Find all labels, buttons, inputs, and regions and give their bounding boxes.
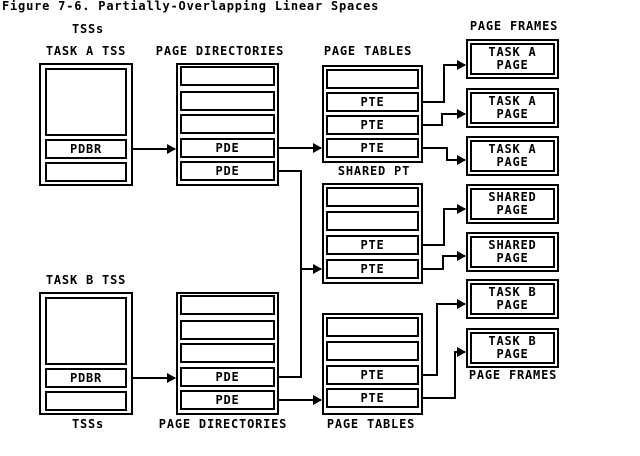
frame-label-line2: PAGE	[496, 347, 529, 361]
tss-b-upper-cell	[45, 297, 127, 365]
label-page-directories-top: PAGE DIRECTORIES	[155, 44, 285, 58]
tss-b-pdbr-cell: PDBR	[45, 368, 127, 388]
page-table-1-box: PTE PTE PTE	[322, 65, 423, 163]
page-frame-inner: TASK A PAGE	[470, 92, 555, 124]
page-frame-inner: TASK A PAGE	[470, 140, 555, 172]
page-frame-task-b-1: TASK B PAGE	[466, 279, 559, 319]
arrow-pte-to-frame-5	[423, 251, 466, 270]
frame-label-line1: TASK A	[488, 94, 537, 108]
page-table-3-box: PTE PTE	[322, 313, 423, 415]
spt-row-1	[326, 187, 419, 207]
frame-label-line1: TASK B	[488, 285, 537, 299]
pd2-row-1	[180, 295, 275, 315]
tss-b-lower-cell	[45, 391, 127, 411]
page-frame-inner: TASK A PAGE	[470, 43, 555, 75]
arrow-pte-to-frame-6	[423, 299, 466, 376]
page-frame-inner: TASK B PAGE	[470, 283, 555, 315]
shared-page-table-box: PTE PTE	[322, 183, 423, 284]
pd1-row-3	[180, 114, 275, 134]
label-page-frames-bottom: PAGE FRAMES	[468, 368, 558, 382]
frame-label-line2: PAGE	[496, 155, 529, 169]
frame-label-line2: PAGE	[496, 251, 529, 265]
pt1-pte-row-2: PTE	[326, 115, 419, 135]
label-task-a-tss: TASK A TSS	[45, 44, 127, 58]
label-shared-pt: SHARED PT	[337, 164, 411, 178]
pd2-pde-row-1: PDE	[180, 367, 275, 387]
page-directory-2-box: PDE PDE	[176, 292, 279, 415]
pt1-pte-row-3: PTE	[326, 138, 419, 158]
frame-label-line2: PAGE	[496, 203, 529, 217]
label-tsss-bottom: TSSs	[71, 417, 105, 431]
label-page-tables-bottom: PAGE TABLES	[326, 417, 416, 431]
page-frame-task-a-3: TASK A PAGE	[466, 136, 559, 176]
frame-label-line1: TASK B	[488, 334, 537, 348]
task-a-tss-box: PDBR	[39, 63, 133, 186]
pd1-row-1	[180, 66, 275, 86]
frame-label-line1: SHARED	[488, 238, 537, 252]
frame-label-line2: PAGE	[496, 107, 529, 121]
frame-label-line1: TASK A	[488, 142, 537, 156]
spt-row-2	[326, 211, 419, 231]
page-frame-inner: SHARED PAGE	[470, 236, 555, 268]
tss-a-pdbr-cell: PDBR	[45, 139, 127, 159]
arrow-pte-to-frame-4	[423, 204, 466, 246]
page-frame-shared-2: SHARED PAGE	[466, 232, 559, 272]
page-frame-task-a-1: TASK A PAGE	[466, 39, 559, 79]
frame-label-line2: PAGE	[496, 298, 529, 312]
spt-pte-row-1: PTE	[326, 235, 419, 255]
page-frame-shared-1: SHARED PAGE	[466, 184, 559, 224]
frame-label-line1: SHARED	[488, 190, 537, 204]
label-page-tables-top: PAGE TABLES	[323, 44, 413, 58]
pt3-row-1	[326, 317, 419, 337]
page-frame-task-a-2: TASK A PAGE	[466, 88, 559, 128]
page-directory-1-box: PDE PDE	[176, 63, 279, 186]
pd2-row-3	[180, 343, 275, 363]
page-frame-task-b-2: TASK B PAGE	[466, 328, 559, 368]
spt-pte-row-2: PTE	[326, 259, 419, 279]
pd1-row-2	[180, 91, 275, 111]
label-page-frames-top: PAGE FRAMES	[469, 19, 559, 33]
figure-title: Figure 7-6. Partially-Overlapping Linear…	[2, 0, 380, 13]
pt3-row-2	[326, 341, 419, 361]
page-frame-inner: SHARED PAGE	[470, 188, 555, 220]
arrow-pte-to-frame-1	[423, 60, 466, 103]
label-task-b-tss: TASK B TSS	[45, 273, 127, 287]
label-tsss-top: TSSs	[71, 22, 105, 36]
frame-label-line2: PAGE	[496, 58, 529, 72]
page-frame-inner: TASK B PAGE	[470, 332, 555, 364]
pd1-pde-row-2: PDE	[180, 161, 275, 181]
task-b-tss-box: PDBR	[39, 292, 133, 415]
pt3-pte-row-1: PTE	[326, 365, 419, 385]
tss-a-lower-cell	[45, 162, 127, 182]
pd2-row-2	[180, 320, 275, 340]
pt1-row-1	[326, 69, 419, 89]
pd1-pde-row-1: PDE	[180, 138, 275, 158]
arrow-pte-to-frame-7	[423, 347, 466, 399]
pd2-pde-row-2: PDE	[180, 390, 275, 410]
tss-a-upper-cell	[45, 68, 127, 136]
pt1-pte-row-1: PTE	[326, 92, 419, 112]
label-page-directories-bottom: PAGE DIRECTORIES	[158, 417, 288, 431]
frame-label-line1: TASK A	[488, 45, 537, 59]
pt3-pte-row-2: PTE	[326, 388, 419, 408]
arrow-pte-to-frame-3	[423, 147, 466, 165]
shared-pt-trunk-line	[279, 170, 302, 378]
arrow-pte-to-frame-2	[423, 109, 466, 126]
